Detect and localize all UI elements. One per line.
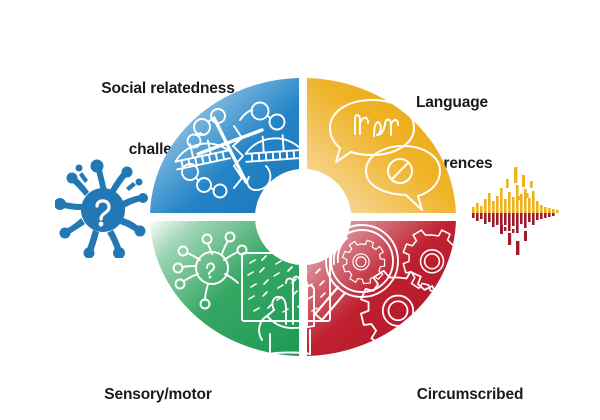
speech-bubbles-icon: [329, 99, 441, 211]
neuron-cell-icon: [55, 158, 151, 258]
quadrant-label-social-line1: Social relatedness: [101, 79, 235, 97]
quadrant-language: [307, 78, 456, 213]
audio-waveform-icon: [470, 163, 566, 259]
broken-bridge-molecules-icon: [174, 101, 304, 199]
quadrant-label-sensory: Sensory/motor experiences: [48, 344, 268, 420]
quadrant-label-circumscribed-line1: Circumscribed: [416, 385, 524, 403]
magnifier-gears-icon: [313, 224, 456, 349]
quadrant-label-circumscribed: Circumscribed interests: [360, 344, 580, 420]
quadrant-wheel: [150, 78, 456, 356]
quadrant-label-sensory-line1: Sensory/motor: [104, 385, 212, 403]
quadrant-label-language-line1: Language: [415, 93, 488, 111]
hand-texture-neuron-icon: [172, 231, 331, 355]
